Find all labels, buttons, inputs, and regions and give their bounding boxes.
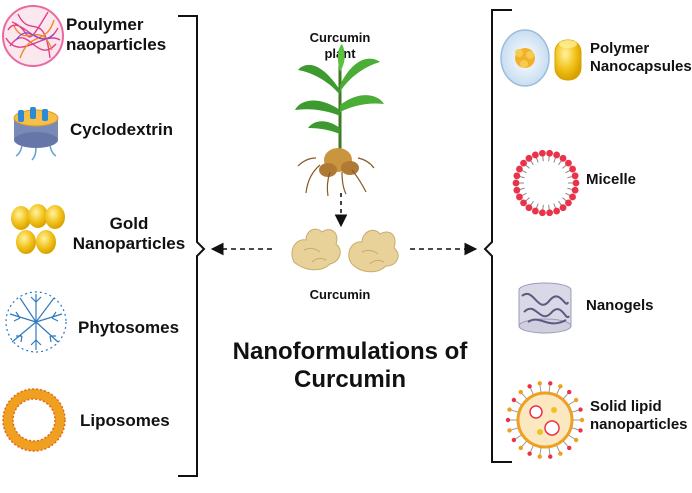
curcumin-plant-icon xyxy=(295,44,384,197)
label-cyclodextrin: Cyclodextrin xyxy=(70,120,173,139)
label-nanogels: Nanogels xyxy=(586,297,654,314)
diagram-title: Nanoformulations of Curcumin xyxy=(232,338,468,393)
cyclodextrin-icon xyxy=(13,107,59,161)
label-polymer-nanoparticles: Poulymer naoparticles xyxy=(66,15,167,54)
label-phytosomes: Phytosomes xyxy=(78,318,180,337)
left-bracket xyxy=(178,15,206,477)
label-solid-lipid-nanoparticles: Solid lipid nanoparticles xyxy=(590,398,688,433)
phytosome-icon xyxy=(5,291,67,353)
label-micelle: Micelle xyxy=(586,171,637,188)
curcumin-rhizome-left-icon xyxy=(291,228,341,271)
solid-lipid-nanoparticle-icon xyxy=(505,381,585,459)
nanogel-icon xyxy=(518,282,572,334)
micelle-icon xyxy=(512,149,580,217)
label-polymer-nanocapsules: Polymer Nanocapsules xyxy=(590,40,692,75)
polymer-nanocapsule-icon xyxy=(500,29,582,87)
gold-nanoparticles-icon xyxy=(11,204,65,254)
liposome-icon xyxy=(2,388,66,452)
label-gold-nanoparticles: Gold Nanoparticles xyxy=(72,214,186,253)
label-liposomes: Liposomes xyxy=(80,411,170,430)
polymer-nanoparticle-icon xyxy=(2,5,64,67)
curcumin-rhizome-right-icon xyxy=(348,229,399,273)
label-curcumin: Curcumin xyxy=(309,287,371,302)
right-bracket xyxy=(483,9,512,463)
